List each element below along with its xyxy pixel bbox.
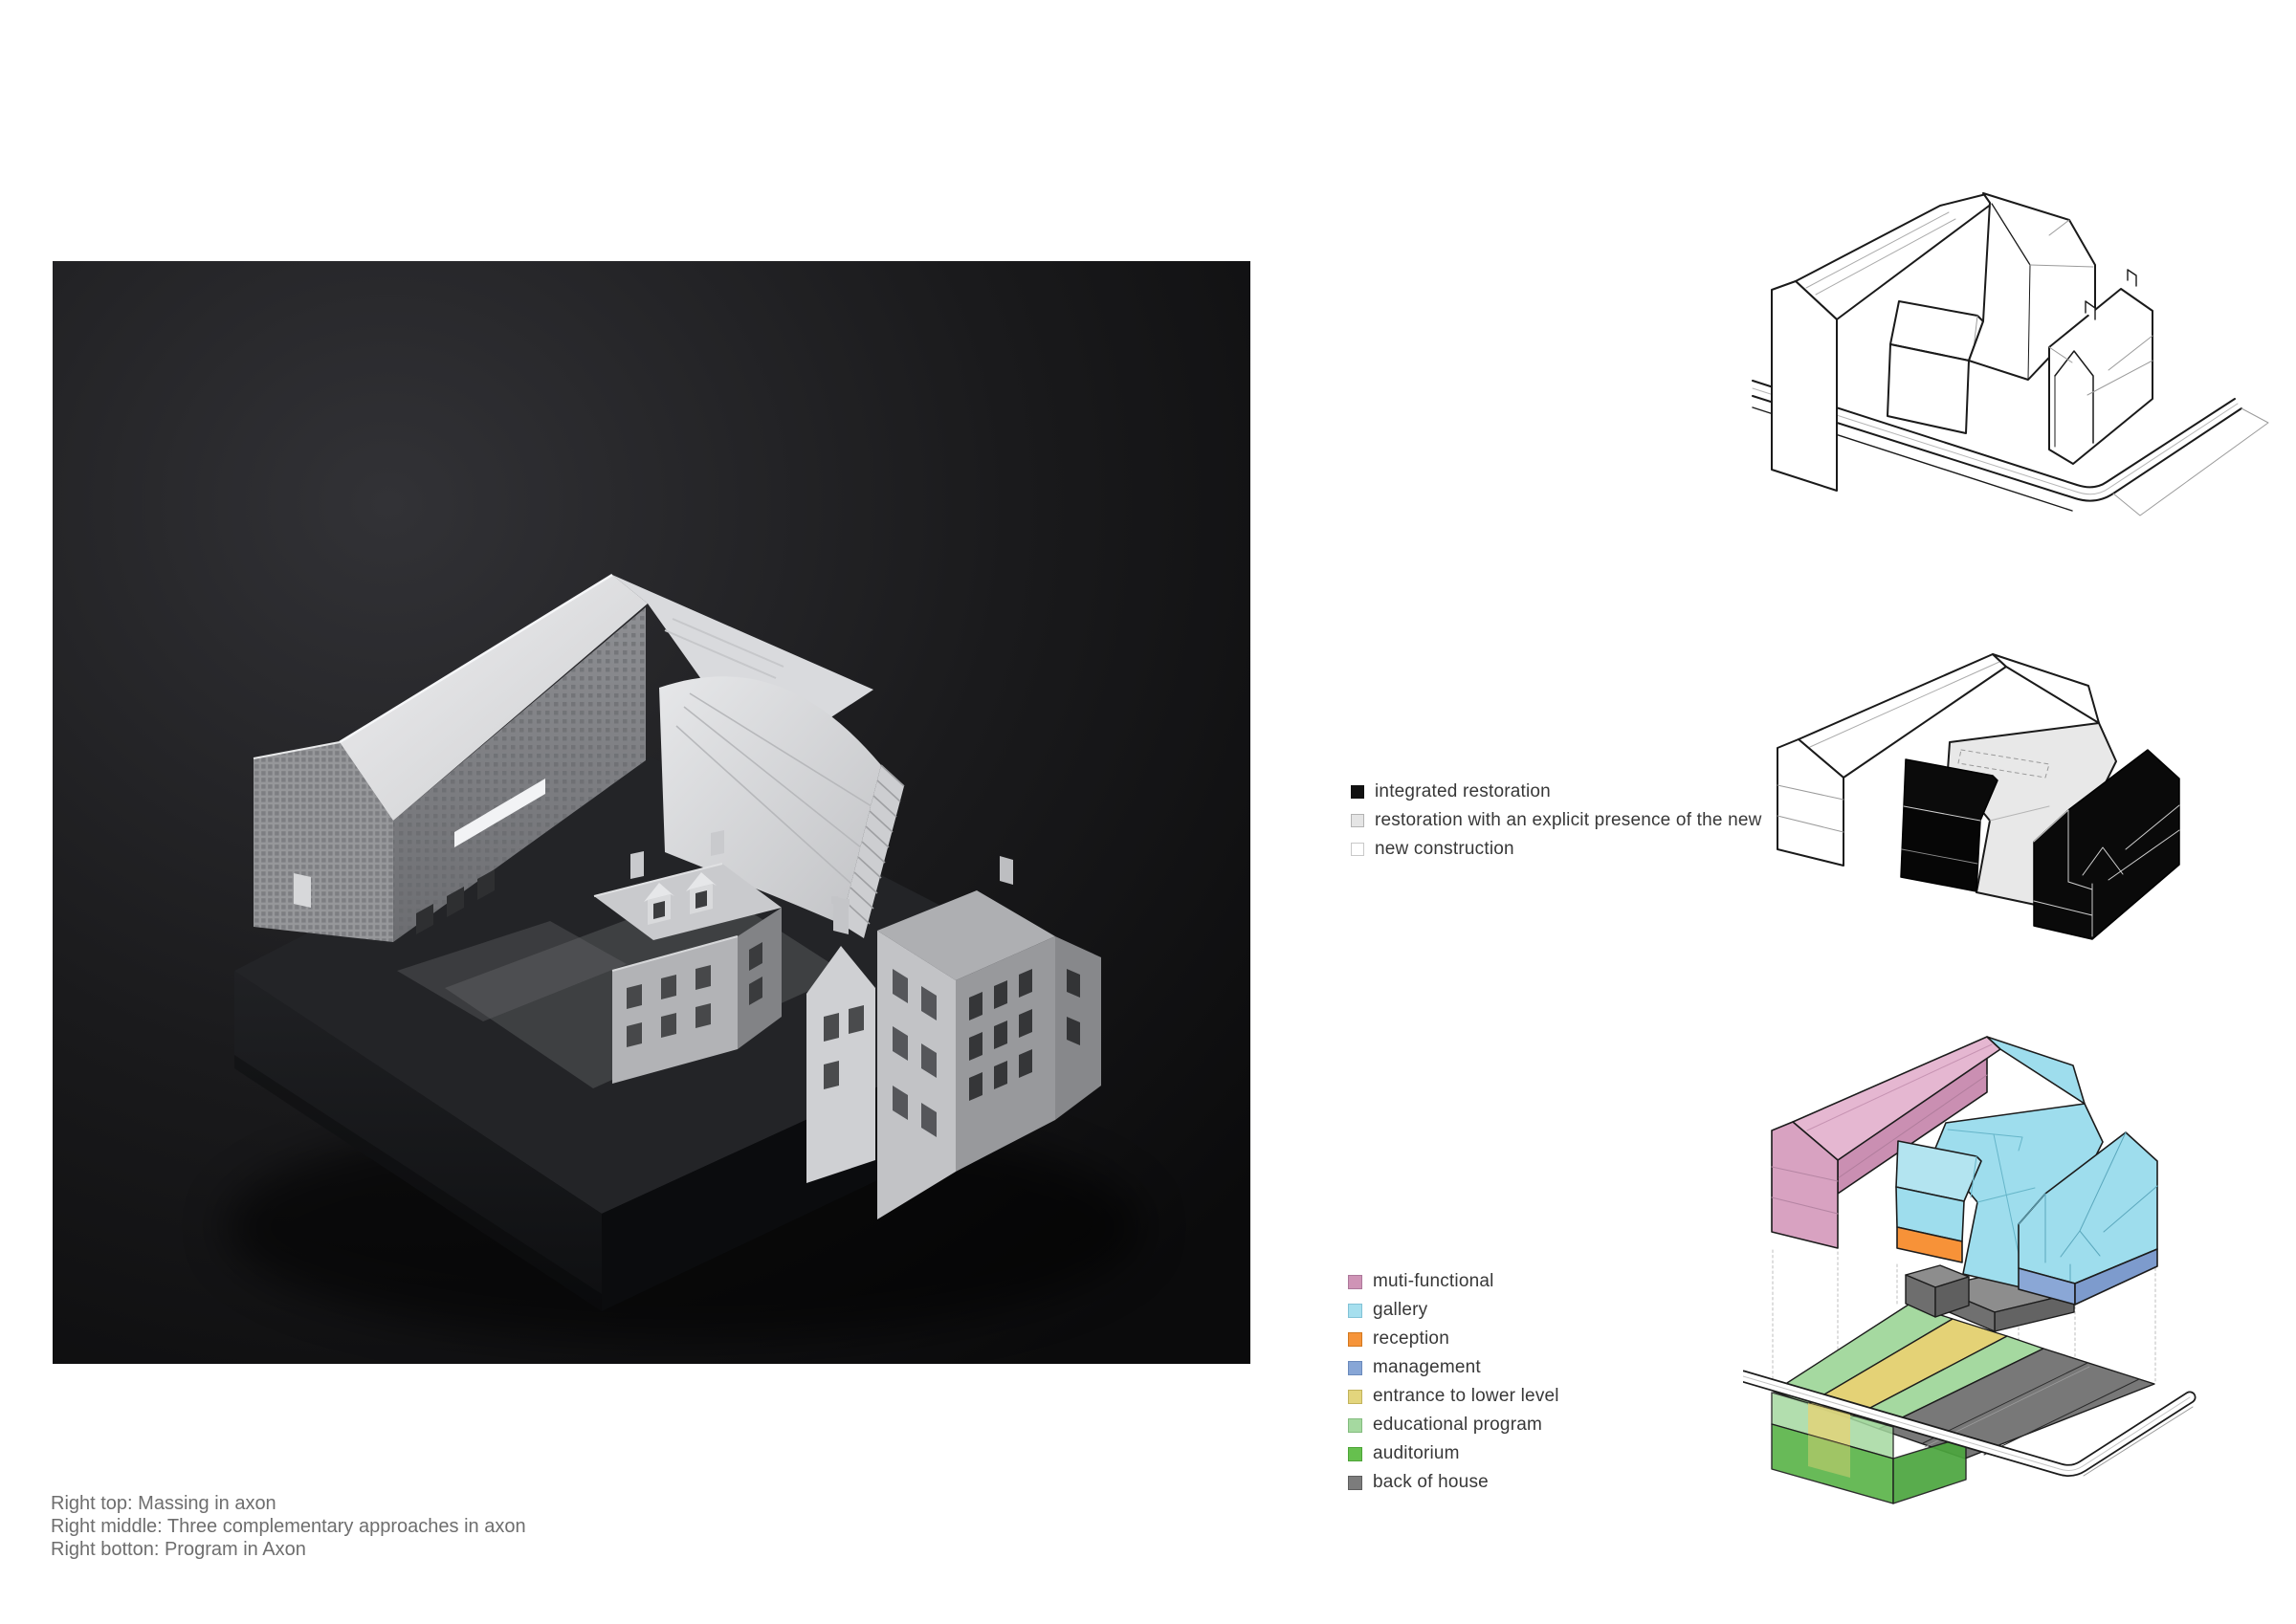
legend-item: muti-functional bbox=[1348, 1271, 1559, 1292]
swatch-reception-icon bbox=[1348, 1331, 1362, 1347]
legend-label: muti-functional bbox=[1373, 1271, 1494, 1291]
slot-window bbox=[454, 779, 545, 847]
swatch-back-of-house-icon bbox=[1348, 1475, 1362, 1490]
massing-small-house bbox=[1887, 300, 1984, 434]
approach-legend: integrated restoration restoration with … bbox=[1351, 781, 1762, 867]
program-multifunctional bbox=[1771, 1036, 2001, 1249]
caption-right-bottom: Right botton: Program in Axon bbox=[51, 1539, 306, 1560]
swatch-gallery-icon bbox=[1348, 1303, 1362, 1318]
axon-massing bbox=[1752, 192, 2269, 516]
legend-label: gallery bbox=[1373, 1300, 1428, 1320]
legend-item: educational program bbox=[1348, 1415, 1559, 1436]
massing-left-slab bbox=[1771, 193, 1993, 492]
swatch-restoration-explicit-icon bbox=[1351, 814, 1364, 827]
legend-label: reception bbox=[1373, 1328, 1449, 1349]
model-right-houses bbox=[806, 856, 1101, 1219]
caption-right-middle: Right middle: Three complementary approa… bbox=[51, 1516, 526, 1537]
model-center-house bbox=[593, 830, 782, 1084]
program-small-house bbox=[1895, 1140, 1982, 1263]
program-management-side bbox=[2074, 1248, 2158, 1306]
legend-label: back of house bbox=[1373, 1472, 1489, 1492]
base-shadow bbox=[234, 1055, 602, 1311]
legend-item: gallery bbox=[1348, 1300, 1559, 1321]
legend-item: management bbox=[1348, 1357, 1559, 1378]
legend-label: auditorium bbox=[1373, 1443, 1460, 1463]
legend-item: restoration with an explicit presence of… bbox=[1351, 810, 1762, 831]
legend-item: integrated restoration bbox=[1351, 781, 1762, 802]
chimney bbox=[711, 830, 724, 856]
swatch-new-construction-icon bbox=[1351, 843, 1364, 856]
program-reception bbox=[1896, 1226, 1963, 1263]
caption-right-top: Right top: Massing in axon bbox=[51, 1493, 276, 1514]
legend-label: integrated restoration bbox=[1375, 781, 1551, 801]
swatch-auditorium-icon bbox=[1348, 1446, 1362, 1461]
legend-item: auditorium bbox=[1348, 1443, 1559, 1464]
program-right-house bbox=[2018, 1131, 2158, 1306]
swatch-entrance-lower-level-icon bbox=[1348, 1389, 1362, 1404]
street-ribbon bbox=[1743, 1370, 2197, 1477]
axon-approaches bbox=[1777, 653, 2180, 940]
axon-program bbox=[1743, 1036, 2197, 1504]
legend-label: management bbox=[1373, 1357, 1481, 1377]
model-flat-roof-wing bbox=[612, 575, 873, 728]
model-amphitheater-roof bbox=[659, 676, 905, 938]
swatch-educational-program-icon bbox=[1348, 1417, 1362, 1433]
dormer bbox=[644, 883, 674, 902]
figure-captions: Right top: Massing in axon Right middle:… bbox=[51, 1492, 526, 1561]
legend-item: reception bbox=[1348, 1328, 1559, 1350]
door bbox=[294, 873, 311, 908]
legend-item: back of house bbox=[1348, 1472, 1559, 1493]
swatch-integrated-restoration-icon bbox=[1351, 785, 1364, 799]
program-auditorium bbox=[1771, 1392, 1967, 1504]
legend-item: new construction bbox=[1351, 839, 1762, 860]
model-photo bbox=[53, 261, 1250, 1364]
program-legend: muti-functional gallery reception manage… bbox=[1348, 1271, 1559, 1501]
dormer bbox=[686, 872, 717, 891]
chimney bbox=[1000, 856, 1013, 885]
legend-item: entrance to lower level bbox=[1348, 1386, 1559, 1407]
massing-main-volume bbox=[1968, 192, 2096, 381]
legend-label: entrance to lower level bbox=[1373, 1386, 1559, 1406]
approaches-integrated-restoration bbox=[1900, 749, 2180, 940]
model-left-building bbox=[253, 573, 648, 942]
legend-label: educational program bbox=[1373, 1415, 1543, 1435]
legend-label: restoration with an explicit presence of… bbox=[1375, 810, 1762, 830]
model-photo-render bbox=[53, 261, 1250, 1364]
swatch-multifunctional-icon bbox=[1348, 1274, 1362, 1289]
legend-label: new construction bbox=[1375, 839, 1514, 859]
approaches-new-construction bbox=[1777, 653, 2100, 867]
massing-right-house bbox=[2048, 269, 2153, 465]
chimney bbox=[630, 851, 644, 879]
swatch-management-icon bbox=[1348, 1360, 1362, 1375]
